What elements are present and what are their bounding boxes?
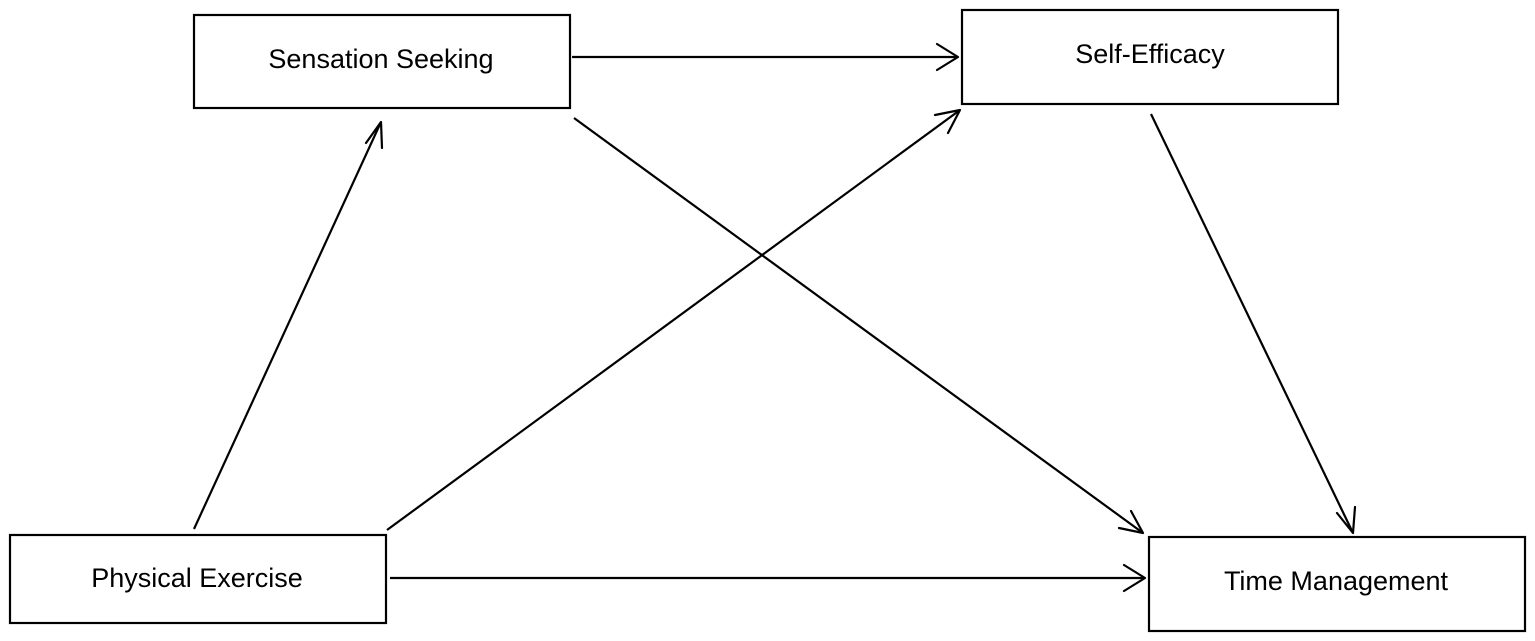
node-sensation-seeking: Sensation Seeking [192, 13, 572, 110]
node-box-sensation-seeking [192, 13, 572, 110]
node-self-efficacy: Self-Efficacy [960, 8, 1340, 106]
node-physical-exercise: Physical Exercise [8, 533, 388, 625]
edges-layer [193, 42, 1357, 593]
node-box-physical-exercise [8, 533, 388, 625]
nodes-layer: Sensation Seeking Self-Efficacy Physical… [8, 8, 1527, 633]
node-label-self-efficacy: Self-Efficacy [1075, 39, 1225, 69]
node-box-self-efficacy [960, 8, 1340, 106]
node-label-sensation-seeking: Sensation Seeking [268, 44, 493, 74]
edge-physical-exercise-to-sensation-seeking [193, 120, 384, 530]
edge-physical-exercise-to-self-efficacy [386, 108, 962, 531]
node-box-time-management [1147, 535, 1527, 633]
edge-sensation-seeking-to-self-efficacy [572, 42, 960, 72]
node-label-time-management: Time Management [1224, 566, 1449, 596]
edge-self-efficacy-to-time-management [1150, 113, 1357, 535]
edge-physical-exercise-to-time-management [390, 563, 1147, 593]
node-label-physical-exercise: Physical Exercise [91, 563, 303, 593]
edge-sensation-seeking-to-time-management [573, 117, 1145, 535]
node-time-management: Time Management [1147, 535, 1527, 633]
